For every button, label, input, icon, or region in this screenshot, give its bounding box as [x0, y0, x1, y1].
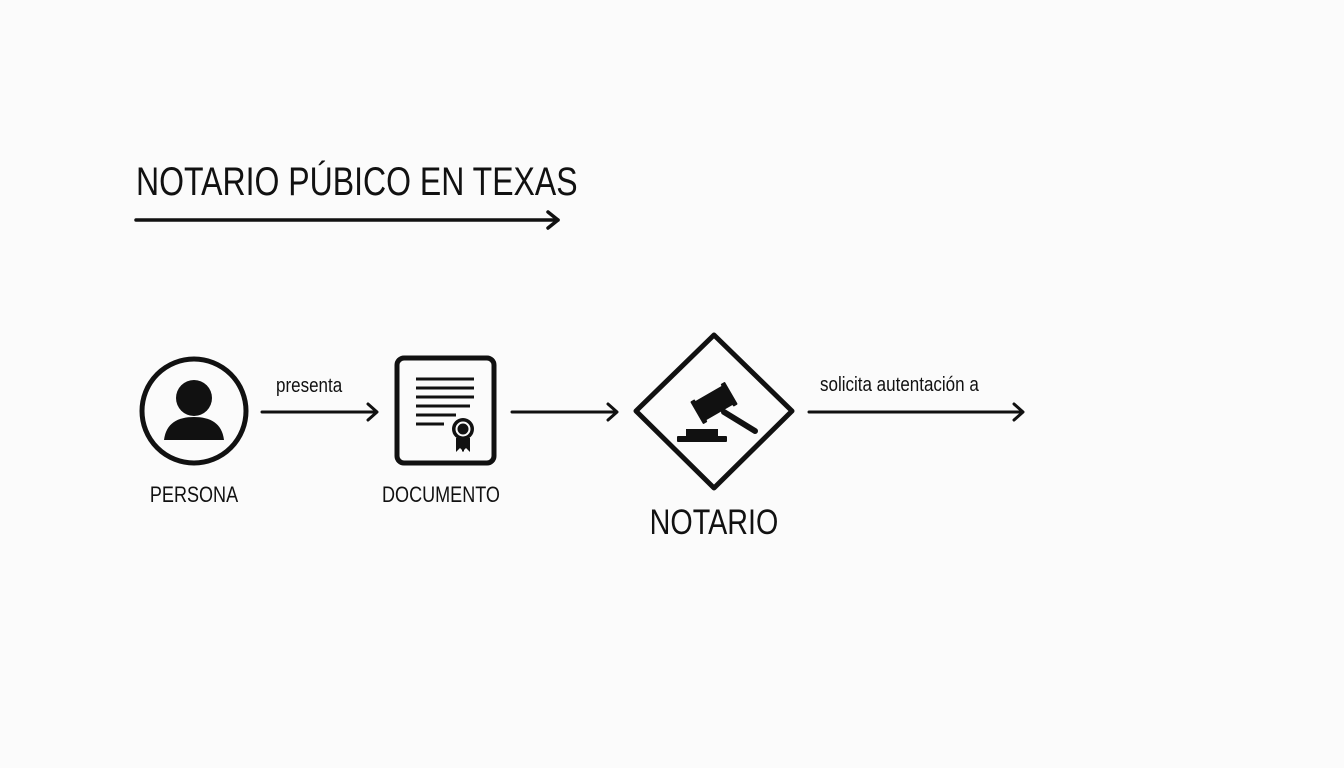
edge-arrow-documento-to-notario: [510, 402, 619, 422]
edge-arrow-persona-to-documento: [260, 402, 379, 422]
person-icon: [139, 356, 249, 466]
edge-arrow-notario-out: [807, 402, 1025, 422]
gavel-icon: [633, 332, 795, 491]
edge-label-solicita: solicita autentación a: [820, 374, 979, 396]
node-label-notario: NOTARIO: [649, 503, 779, 542]
certificate-document-icon: [394, 355, 497, 466]
node-label-documento: DOCUMENTO: [382, 482, 500, 507]
title-underline-arrow: [134, 210, 560, 230]
edge-label-presenta: presenta: [276, 375, 343, 397]
page-title: NOTARIO PÚBICO EN TEXAS: [136, 160, 578, 204]
node-label-persona: PERSONA: [149, 482, 239, 507]
